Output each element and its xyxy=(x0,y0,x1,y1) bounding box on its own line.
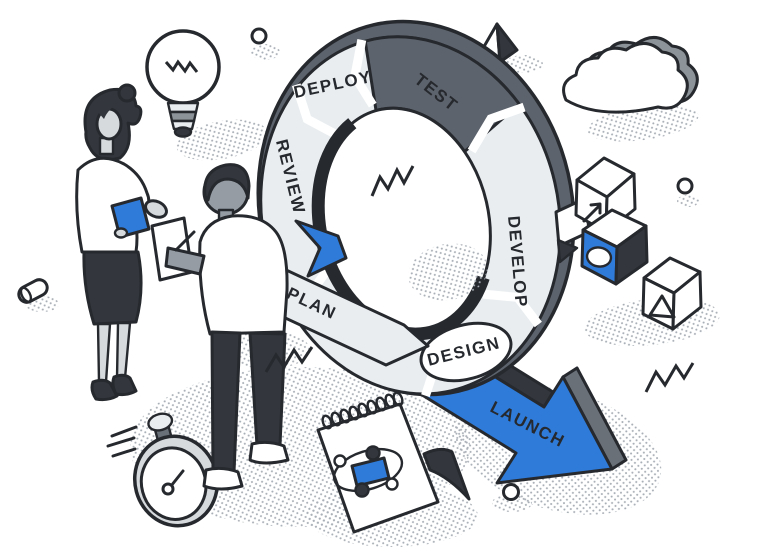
deco-circle xyxy=(502,483,520,501)
tablet-icon xyxy=(110,196,151,239)
pen-icon xyxy=(174,230,196,252)
man-forearm xyxy=(164,246,206,276)
woman-leg xyxy=(96,322,112,384)
orbit-node xyxy=(333,454,347,468)
man-figure xyxy=(150,163,290,491)
calendar-icon xyxy=(316,391,471,534)
zigzag-decoration xyxy=(370,165,415,197)
ring-chevron-separators xyxy=(279,39,542,398)
cloud-icon xyxy=(562,36,699,114)
woman-leg xyxy=(115,321,132,380)
deco-circle xyxy=(676,177,694,195)
launch-arrow-tail xyxy=(294,219,348,278)
cube-triangle-icon xyxy=(641,256,703,331)
man-leg xyxy=(210,330,242,474)
stopwatch-icon xyxy=(106,412,220,528)
woman-hand xyxy=(144,199,168,219)
zigzag-decoration xyxy=(644,362,695,393)
woman-hair-front xyxy=(97,102,118,119)
orbit-node xyxy=(365,445,381,461)
orbit-ellipse xyxy=(332,447,404,493)
woman-heel-shoe xyxy=(90,378,119,402)
orbit-node xyxy=(354,482,370,498)
woman-skirt xyxy=(82,250,143,326)
man-hair xyxy=(203,163,251,202)
man-shirt xyxy=(198,214,289,336)
woman-hair-bun xyxy=(117,83,137,103)
woman-left-hand xyxy=(113,227,129,239)
halftone-dots xyxy=(408,243,488,301)
zigzag-decoration xyxy=(264,346,314,373)
lightbulb-icon xyxy=(145,29,221,138)
stopwatch-hand xyxy=(169,469,185,488)
deco-circle xyxy=(250,27,268,45)
woman-heel-shoe xyxy=(111,373,138,397)
speed-lines xyxy=(106,425,138,458)
spiral-binding xyxy=(321,391,404,430)
design-bulge xyxy=(419,321,513,383)
cube-wedge xyxy=(556,238,579,264)
pen-flag xyxy=(422,447,471,501)
man-leg xyxy=(248,331,287,448)
cube-hole-icon xyxy=(580,208,649,286)
man-shoe xyxy=(248,440,290,465)
woman-neck xyxy=(98,136,115,156)
orbit-node xyxy=(385,477,399,491)
filament-zigzag xyxy=(164,59,199,74)
pill-icon xyxy=(17,278,49,304)
man-shoe xyxy=(202,466,244,491)
stopwatch-pivot xyxy=(161,482,175,496)
woman-figure xyxy=(75,83,168,402)
cubes-cluster xyxy=(554,156,703,331)
